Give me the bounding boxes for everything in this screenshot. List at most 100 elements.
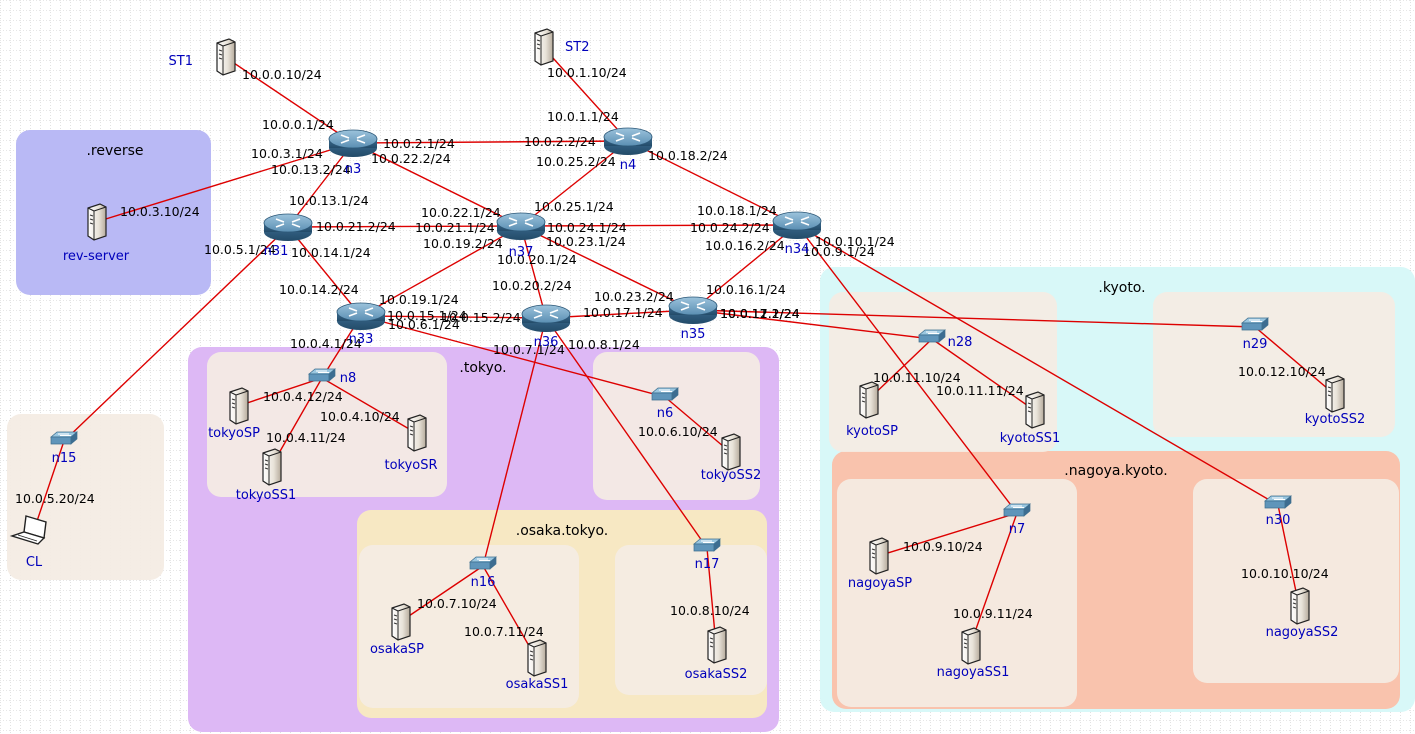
server-icon <box>869 537 889 575</box>
router-icon <box>336 302 386 331</box>
node-n15[interactable]: n15 <box>50 431 78 466</box>
node-label: rev-server <box>63 249 130 264</box>
switch-icon <box>1264 495 1292 509</box>
server-icon <box>407 414 427 452</box>
node-osakaSP[interactable]: osakaSP <box>370 603 424 657</box>
link-layer <box>33 46 1335 659</box>
node-label: tokyoSS2 <box>701 468 762 483</box>
link-n7-nagoyaSS1 <box>969 512 1018 647</box>
link-n6-tokyoSS2 <box>664 396 731 453</box>
link-address-label: 10.0.10.1/24 <box>815 234 895 249</box>
node-label: ST2 <box>565 40 589 55</box>
node-n33[interactable]: n33 <box>336 302 386 347</box>
link-address-label: 10.0.1.1/24 <box>547 109 619 124</box>
node-label: n8 <box>340 371 357 386</box>
link-address-label: 10.0.2.2/24 <box>524 134 596 149</box>
link-address-label: 10.0.1.10/24 <box>547 65 627 80</box>
node-tokyoSS1[interactable]: tokyoSS1 <box>236 448 297 503</box>
link-address-label: 10.0.4.10/24 <box>320 409 400 424</box>
node-osakaSS1[interactable]: osakaSS1 <box>506 639 569 692</box>
node-nagoyaSS2[interactable]: nagoyaSS2 <box>1266 587 1339 640</box>
switch-icon <box>918 329 946 343</box>
node-n29[interactable]: n29 <box>1241 317 1269 352</box>
node-osakaSS2[interactable]: osakaSS2 <box>685 626 748 682</box>
link-address-label: 10.0.15.1/24 <box>387 308 467 323</box>
link-address-label: 10.0.2.1/24 <box>383 136 455 151</box>
link-address-label: 10.0.9.11/24 <box>953 606 1033 621</box>
zone-label-osaka: .osaka.tokyo. <box>516 523 609 539</box>
link-n28-kyotoSP <box>867 338 933 401</box>
link-n35-n28 <box>692 309 933 340</box>
router-icon <box>521 304 571 333</box>
link-ST2-n4 <box>542 46 629 142</box>
node-nagoyaSS1[interactable]: nagoyaSS1 <box>937 627 1010 680</box>
node-n6[interactable]: n6 <box>651 387 679 421</box>
node-layer: ST1 ST2 n3 n4 n31 n37 n34 n33 n36 n35 rev-server n8… <box>11 28 1366 692</box>
node-n36[interactable]: n36 <box>521 304 571 350</box>
node-label: n6 <box>657 406 674 421</box>
router-icon <box>496 212 546 241</box>
link-address-label: 10.0.4.11/24 <box>266 430 346 445</box>
link-n33-n6 <box>360 315 666 398</box>
link-n37-n33 <box>360 225 522 317</box>
server-icon <box>391 603 411 641</box>
node-label: n7 <box>1009 522 1026 537</box>
link-address-label: 10.0.18.1/24 <box>697 203 777 218</box>
link-address-label: 10.0.9.1/24 <box>803 244 875 259</box>
node-n34[interactable]: n34 <box>772 211 822 257</box>
node-n37[interactable]: n37 <box>496 212 546 260</box>
node-label: n35 <box>681 327 706 342</box>
node-label: CL <box>26 555 43 570</box>
node-label: n17 <box>695 557 720 572</box>
node-rev[interactable]: rev-server <box>63 203 130 264</box>
node-n35[interactable]: n35 <box>668 296 718 342</box>
link-ST1-n3 <box>224 56 354 144</box>
server-icon <box>262 448 282 486</box>
subnet-box <box>837 479 1077 707</box>
node-kyotoSS1[interactable]: kyotoSS1 <box>1000 391 1061 446</box>
link-address-label: 10.0.21.2/24 <box>316 219 396 234</box>
link-address-label: 10.0.6.10/24 <box>638 424 718 439</box>
link-address-label: 10.0.11.11/24 <box>936 383 1024 398</box>
node-n3[interactable]: n3 <box>328 129 378 177</box>
node-n31[interactable]: n31 <box>263 213 313 259</box>
router-icon <box>772 211 822 240</box>
node-nagoyaSP[interactable]: nagoyaSP <box>848 537 912 591</box>
subnet-box <box>829 292 1057 452</box>
link-n33-n36 <box>360 315 547 319</box>
node-n28[interactable]: n28 <box>918 329 972 350</box>
link-address-label: 10.0.13.2/24 <box>271 162 351 177</box>
link-address-label: 10.0.10.10/24 <box>1241 566 1329 581</box>
link-n16-osakaSS1 <box>482 565 537 659</box>
node-kyotoSP[interactable]: kyotoSP <box>846 381 898 439</box>
link-address-label: 10.0.11.1/24 <box>720 306 800 321</box>
node-label: n37 <box>509 245 534 260</box>
server-icon <box>961 627 981 665</box>
node-tokyoSS2[interactable]: tokyoSS2 <box>701 433 762 483</box>
link-n36-n17 <box>545 317 708 549</box>
node-CL[interactable]: CL <box>11 515 47 570</box>
node-tokyoSR[interactable]: tokyoSR <box>384 414 438 473</box>
link-address-label: 10.0.14.1/24 <box>291 245 371 260</box>
link-n3-n37 <box>352 142 522 227</box>
node-n4[interactable]: n4 <box>603 127 653 173</box>
server-icon <box>1290 587 1310 625</box>
switch-icon <box>1003 503 1031 517</box>
node-n8[interactable]: n8 <box>308 368 357 386</box>
link-address-label: 10.0.17.2/24 <box>720 306 800 321</box>
node-kyotoSS2[interactable]: kyotoSS2 <box>1305 375 1366 427</box>
node-tokyoSP[interactable]: tokyoSP <box>208 387 260 441</box>
node-n7[interactable]: n7 <box>1003 503 1031 537</box>
node-n16[interactable]: n16 <box>469 556 497 590</box>
link-address-label: 10.0.22.2/24 <box>371 151 451 166</box>
node-n30[interactable]: n30 <box>1264 495 1292 528</box>
node-ST2[interactable]: ST2 <box>534 28 589 66</box>
link-n34-n7 <box>796 224 1018 514</box>
link-n16-osakaSP <box>399 565 484 623</box>
link-address-label: 10.0.11.10/24 <box>873 370 961 385</box>
node-ST1[interactable]: ST1 <box>169 38 236 76</box>
node-label: n33 <box>349 332 374 347</box>
link-n34-n30 <box>796 224 1279 506</box>
node-n17[interactable]: n17 <box>693 538 721 572</box>
node-label: ST1 <box>169 54 193 69</box>
